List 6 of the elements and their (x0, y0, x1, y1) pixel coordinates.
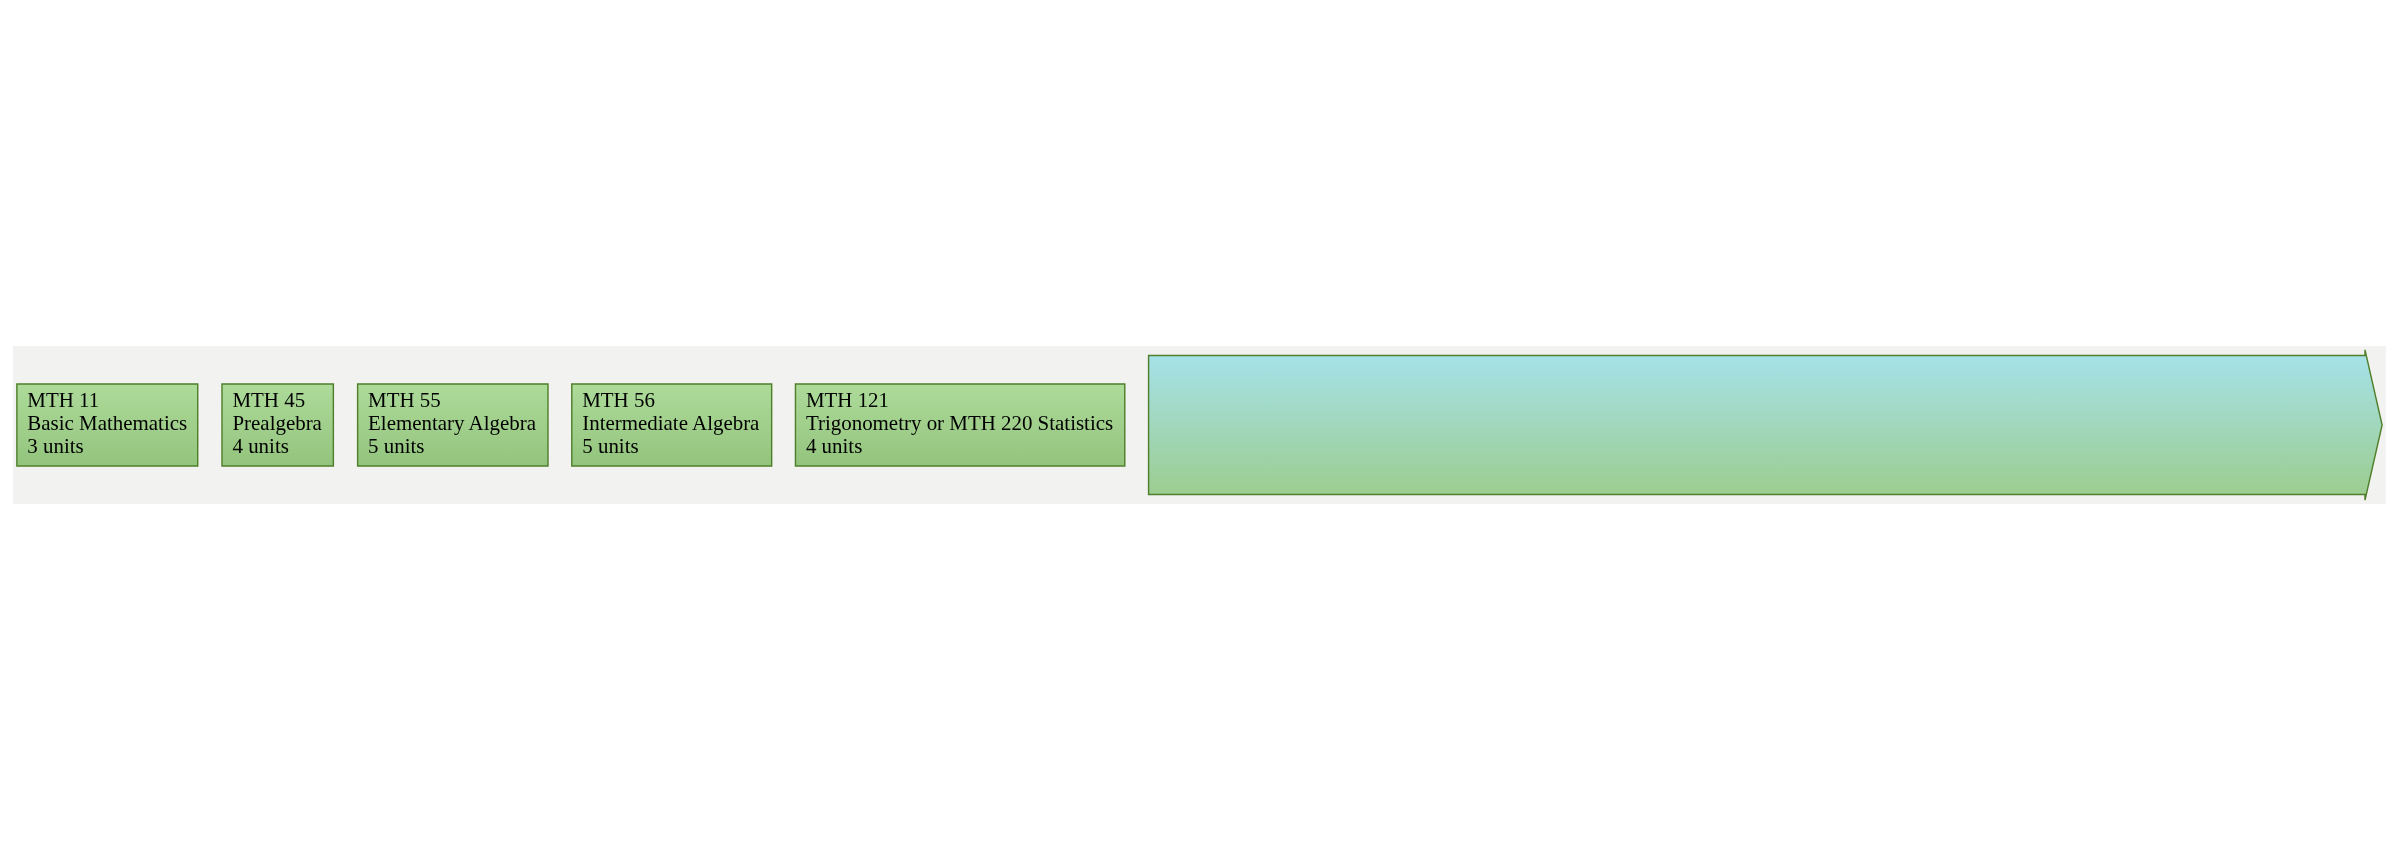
node-arrow (1147, 348, 2383, 501)
node-box: MTH 11 Basic Mathematics 3 units (16, 382, 199, 467)
node-box: MTH 121 Trigonometry or MTH 220 Statistics 4 units (794, 382, 1126, 467)
node-box: MTH 55 Elementary Algebra 5 units (356, 382, 549, 467)
node-box: MTH 56 Intermediate Algebra 5 units (571, 382, 773, 467)
node-box: MTH 45 Prealgebra 4 units (221, 382, 335, 467)
